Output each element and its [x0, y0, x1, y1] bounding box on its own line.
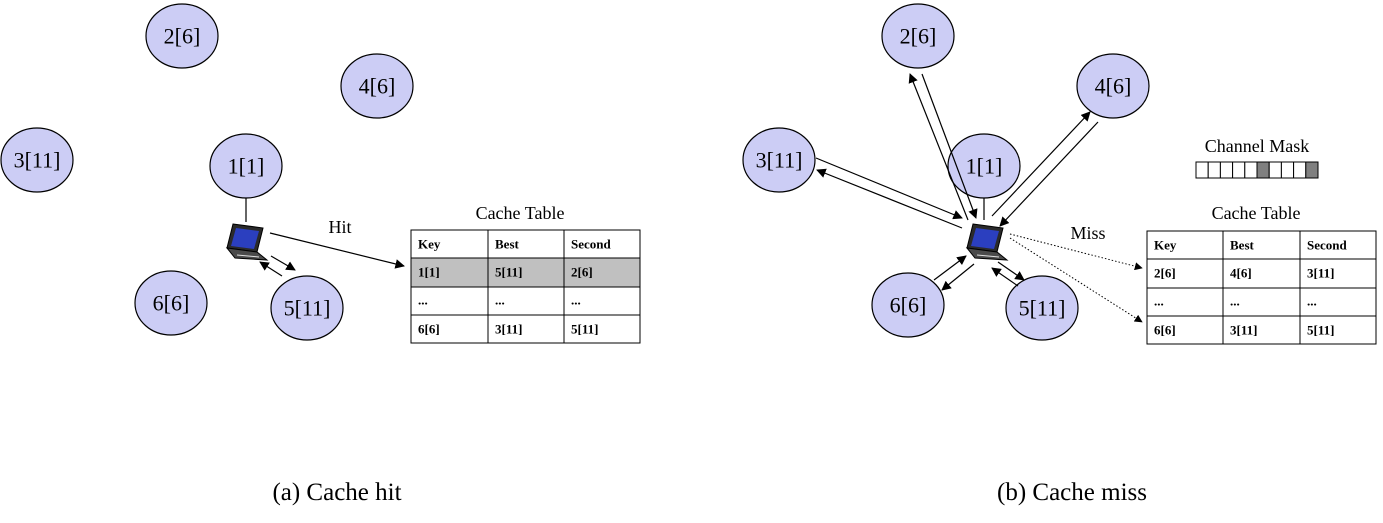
caption-left: (a) Cache hit: [272, 479, 401, 506]
table-cell: ...: [418, 293, 428, 308]
node-left-2: 2[6]: [145, 3, 219, 69]
laptop-icon: [965, 223, 1009, 261]
node-label: 3[11]: [756, 148, 803, 173]
mask-title: Channel Mask: [1205, 136, 1309, 156]
arrow-from-6: [933, 255, 967, 281]
mask-bit: [1219, 161, 1234, 179]
node-label: 5[11]: [284, 296, 331, 321]
table-cell: 3[11]: [1230, 323, 1257, 338]
node-label: 5[11]: [1019, 296, 1066, 321]
channel-mask: [1195, 161, 1319, 179]
highlight-row-bg: [411, 258, 640, 287]
hit-arrow: [269, 232, 405, 269]
table-cell: ...: [1154, 294, 1164, 309]
node-label: 4[6]: [1095, 74, 1132, 99]
header-best: Best: [1230, 238, 1255, 253]
mask-bit: [1305, 161, 1319, 179]
table-cell: 6[6]: [418, 322, 440, 337]
caption-right: (b) Cache miss: [997, 479, 1147, 506]
laptop-icon: [225, 223, 269, 261]
table-cell: ...: [571, 293, 581, 308]
mask-bit: [1244, 161, 1258, 179]
table-cell: 1[1]: [418, 265, 440, 280]
mask-bit: [1280, 161, 1295, 179]
node-left-1: 1[1]: [209, 133, 283, 199]
node-label: 6[6]: [153, 291, 190, 316]
query-arrow-3: [816, 168, 963, 229]
node-right-4: 4[6]: [1076, 53, 1150, 119]
query-arrow-2: [908, 73, 969, 221]
hit-label: Hit: [328, 217, 351, 237]
table-cell: ...: [495, 293, 505, 308]
table-cell: 3[11]: [495, 322, 522, 337]
node-left-3: 3[11]: [0, 127, 74, 193]
table-cell: 6[6]: [1154, 323, 1176, 338]
node-label: 6[6]: [890, 293, 927, 318]
header-second: Second: [571, 237, 612, 252]
reply-arrow-4: [999, 121, 1099, 227]
mask-bit: [1268, 161, 1282, 179]
node-left-4: 4[6]: [340, 53, 414, 119]
mask-bit: [1256, 161, 1270, 179]
node-left-5: 5[11]: [270, 275, 344, 341]
mask-bit: [1293, 161, 1307, 179]
arrow-to-5: [270, 255, 296, 271]
header-best: Best: [495, 237, 520, 252]
table-title: Cache Table: [1212, 203, 1301, 223]
table-cell: ...: [1230, 294, 1240, 309]
table-cell: 2[6]: [571, 265, 593, 280]
table-cell: 3[11]: [1307, 266, 1334, 281]
header-key: Key: [418, 237, 441, 252]
mask-bit: [1232, 161, 1246, 179]
arrow-to-5: [997, 261, 1025, 281]
node-label: 3[11]: [14, 148, 61, 173]
node-right-5: 5[11]: [1005, 275, 1079, 341]
node-label: 4[6]: [359, 74, 396, 99]
node-label: 2[6]: [164, 24, 201, 49]
reply-arrow-3: [815, 157, 963, 220]
table-cell: 5[11]: [571, 322, 598, 337]
node-label: 1[1]: [228, 154, 265, 179]
node-right-1: 1[1]: [947, 133, 1021, 199]
table-cell: 4[6]: [1230, 266, 1252, 281]
node-label: 1[1]: [966, 154, 1003, 179]
mask-bit: [1195, 161, 1209, 179]
table-cell: 2[6]: [1154, 266, 1176, 281]
arrow-to-6: [941, 263, 975, 291]
node-right-2: 2[6]: [881, 3, 955, 69]
header-key: Key: [1154, 238, 1177, 253]
cache-table-right: Key Best Second 2[6] 4[6] 3[11] ... ... …: [1146, 230, 1377, 345]
node-right-3: 3[11]: [742, 127, 816, 193]
left-panel: 2[6] 4[6] 3[11] 1[1] 6[6] 5[11]: [0, 3, 641, 506]
header-second: Second: [1307, 238, 1348, 253]
arrow-to-laptop: [259, 261, 283, 277]
miss-arrow-2: [1009, 237, 1143, 323]
table-cell: 5[11]: [1307, 323, 1334, 338]
node-right-6: 6[6]: [871, 272, 945, 338]
miss-label: Miss: [1070, 223, 1105, 243]
reply-arrow-2: [921, 73, 978, 219]
mask-bit: [1207, 161, 1221, 179]
query-arrow-4: [991, 111, 1091, 217]
node-label: 2[6]: [900, 24, 937, 49]
right-panel: 2[6] 4[6] 3[11] 1[1] 6[6] 5[11]: [742, 3, 1377, 506]
table-title: Cache Table: [476, 203, 565, 223]
node-left-6: 6[6]: [134, 270, 208, 336]
arrow-from-5: [991, 267, 1019, 287]
table-cell: ...: [1307, 294, 1317, 309]
table-cell: 5[11]: [495, 265, 522, 280]
cache-table-left: Key Best Second 1[1] 5[11] 2[6] ... ... …: [410, 229, 641, 344]
